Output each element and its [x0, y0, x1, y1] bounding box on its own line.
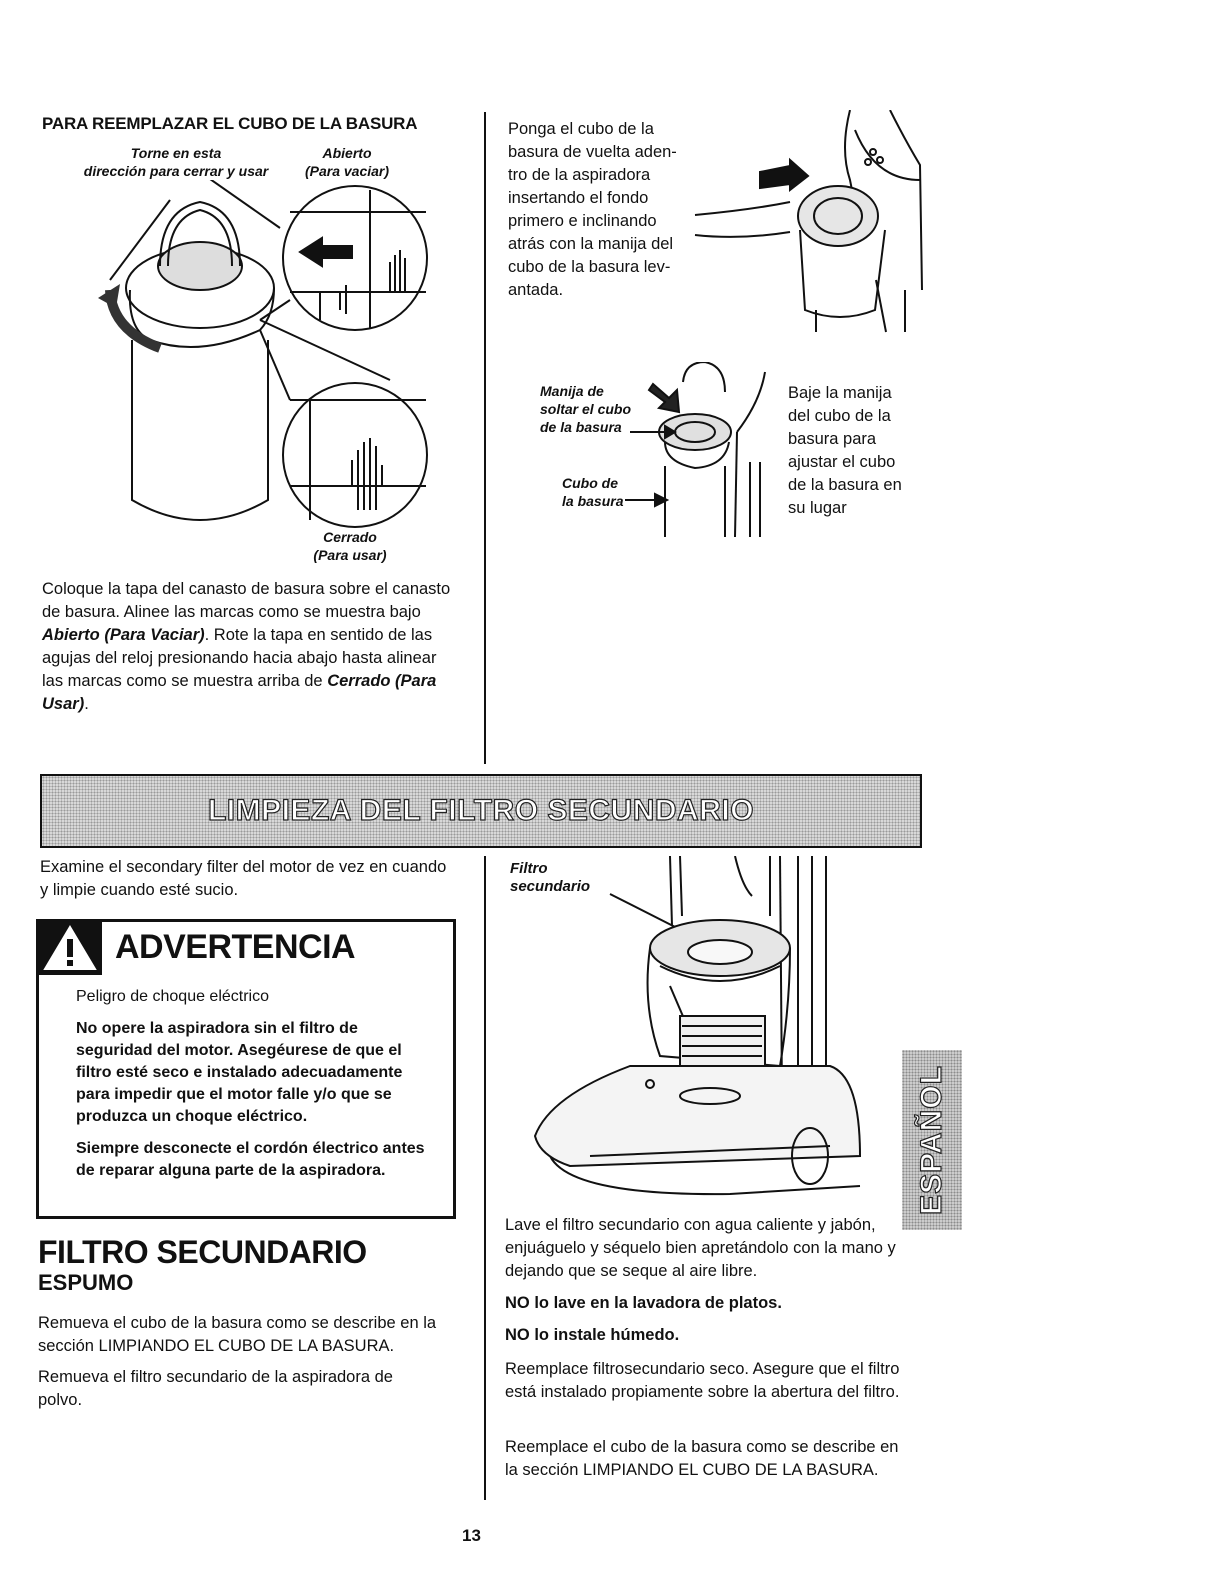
release-line-1: Manija de — [540, 383, 604, 399]
column-divider-bottom — [484, 856, 486, 1500]
replace-bin-paragraph: Reemplace el cubo de la basura como se d… — [505, 1438, 899, 1479]
vacuum-filter-illustration — [533, 856, 862, 1196]
section-banner: LIMPIEZA DEL FILTRO SECUNDARIO — [40, 774, 922, 848]
wash-filter-paragraph: Lave el filtro secundario con agua calie… — [505, 1216, 896, 1280]
lower-line-4: ajustar el cubo — [788, 453, 896, 471]
align-lid-paragraph: Coloque la tapa del canasto de basura so… — [42, 578, 454, 716]
release-handle-label: Manija de soltar el cubo de la basura — [540, 382, 670, 436]
banner-title: LIMPIEZA DEL FILTRO SECUNDARIO — [207, 793, 755, 827]
para-text-3: . — [84, 695, 89, 713]
turn-direction-label: Torne en esta dirección para cerrar y us… — [66, 144, 286, 180]
release-line-3: de la basura — [540, 419, 622, 435]
open-label-line2: (Para vaciar) — [304, 163, 390, 179]
replace-bin-heading: PARA REEMPLAZAR EL CUBO DE LA BASURA — [42, 114, 418, 133]
filter-label-line1: Filtro — [510, 860, 548, 877]
release-line-2: soltar el cubo — [540, 401, 632, 417]
lower-line-5: de la basura en — [788, 476, 902, 494]
no-wet-install-note: NO lo instale húmedo. — [505, 1326, 680, 1344]
insert-line-8: antada. — [508, 281, 564, 299]
dust-bin-lid-illustration — [98, 180, 428, 528]
para-text-1: Coloque la tapa del canasto de basura so… — [42, 580, 451, 621]
lower-line-3: basura para — [788, 430, 877, 448]
language-tab-label: ESPAÑOL — [914, 1065, 949, 1216]
insert-line-2: basura de vuelta aden- — [508, 143, 677, 161]
insert-line-3: tro de la aspiradora — [508, 166, 651, 184]
insert-bin-paragraph: Ponga el cubo de la basura de vuelta ade… — [508, 118, 718, 302]
closed-label-line2: (Para usar) — [313, 547, 387, 563]
insert-line-5: primero e inclinando — [508, 212, 657, 230]
turn-label-line1: Torne en esta — [130, 145, 222, 161]
para-emphasis-closed: Cerrado (Para Usar) — [42, 672, 437, 713]
filter-section-subtitle: ESPUMO — [38, 1270, 134, 1295]
examine-filter-paragraph: Examine el secondary filter del motor de… — [40, 858, 447, 899]
lower-line-1: Baje la manija — [788, 384, 892, 402]
para-emphasis-open: Abierto (Para Vaciar) — [42, 626, 205, 644]
warning-box — [36, 919, 456, 1219]
lower-handle-paragraph: Baje la manija del cubo de la basura par… — [788, 382, 938, 520]
warning-title: ADVERTENCIA — [115, 928, 356, 966]
turn-label-line2: dirección para cerrar y usar — [83, 163, 269, 179]
filter-label-line2: secundario — [510, 878, 591, 895]
open-label: Abierto (Para vaciar) — [282, 144, 412, 180]
insert-bin-illustration — [694, 110, 923, 333]
insert-line-1: Ponga el cubo de la — [508, 120, 654, 138]
dust-bin-label: Cubo de la basura — [562, 474, 662, 510]
bin-line-2: la basura — [562, 493, 624, 509]
warning-text: Peligro de choque eléctrico No opere la … — [76, 986, 426, 1192]
closed-label: Cerrado (Para usar) — [290, 528, 410, 564]
column-divider-top — [484, 112, 486, 764]
insert-line-4: insertando el fondo — [508, 189, 649, 207]
filter-section-title: FILTRO SECUNDARIO — [38, 1234, 367, 1270]
warning-paragraph-2: Siempre desconecte el cordón électrico a… — [76, 1140, 425, 1179]
lower-line-6: su lugar — [788, 499, 847, 517]
insert-line-6: atrás con la manija del — [508, 235, 674, 253]
language-side-tab: ESPAÑOL — [902, 1050, 962, 1230]
warning-triangle-icon — [43, 925, 97, 970]
insert-line-7: cubo de la basura lev- — [508, 258, 671, 276]
open-label-line1: Abierto — [322, 145, 372, 161]
secondary-filter-label: Filtro secundario — [510, 860, 590, 896]
remove-filter-paragraph: Remueva el filtro secundario de la aspir… — [38, 1368, 393, 1409]
warning-subtitle: Peligro de choque eléctrico — [76, 988, 270, 1005]
remove-bin-paragraph: Remueva el cubo de la basura como se des… — [38, 1314, 437, 1355]
page-number: 13 — [462, 1526, 481, 1545]
closed-label-line1: Cerrado — [323, 529, 377, 545]
lower-handle-illustration — [625, 362, 766, 537]
warning-paragraph-1: No opere la aspiradora sin el filtro de … — [76, 1020, 403, 1125]
para-text-2: . Rote la tapa en sentido de las agujas … — [42, 626, 437, 690]
bin-line-1: Cubo de — [562, 475, 618, 491]
replace-filter-paragraph: Reemplace filtrosecundario seco. Asegure… — [505, 1360, 900, 1401]
no-dishwasher-note: NO lo lave en la lavadora de platos. — [505, 1294, 782, 1312]
lower-line-2: del cubo de la — [788, 407, 891, 425]
